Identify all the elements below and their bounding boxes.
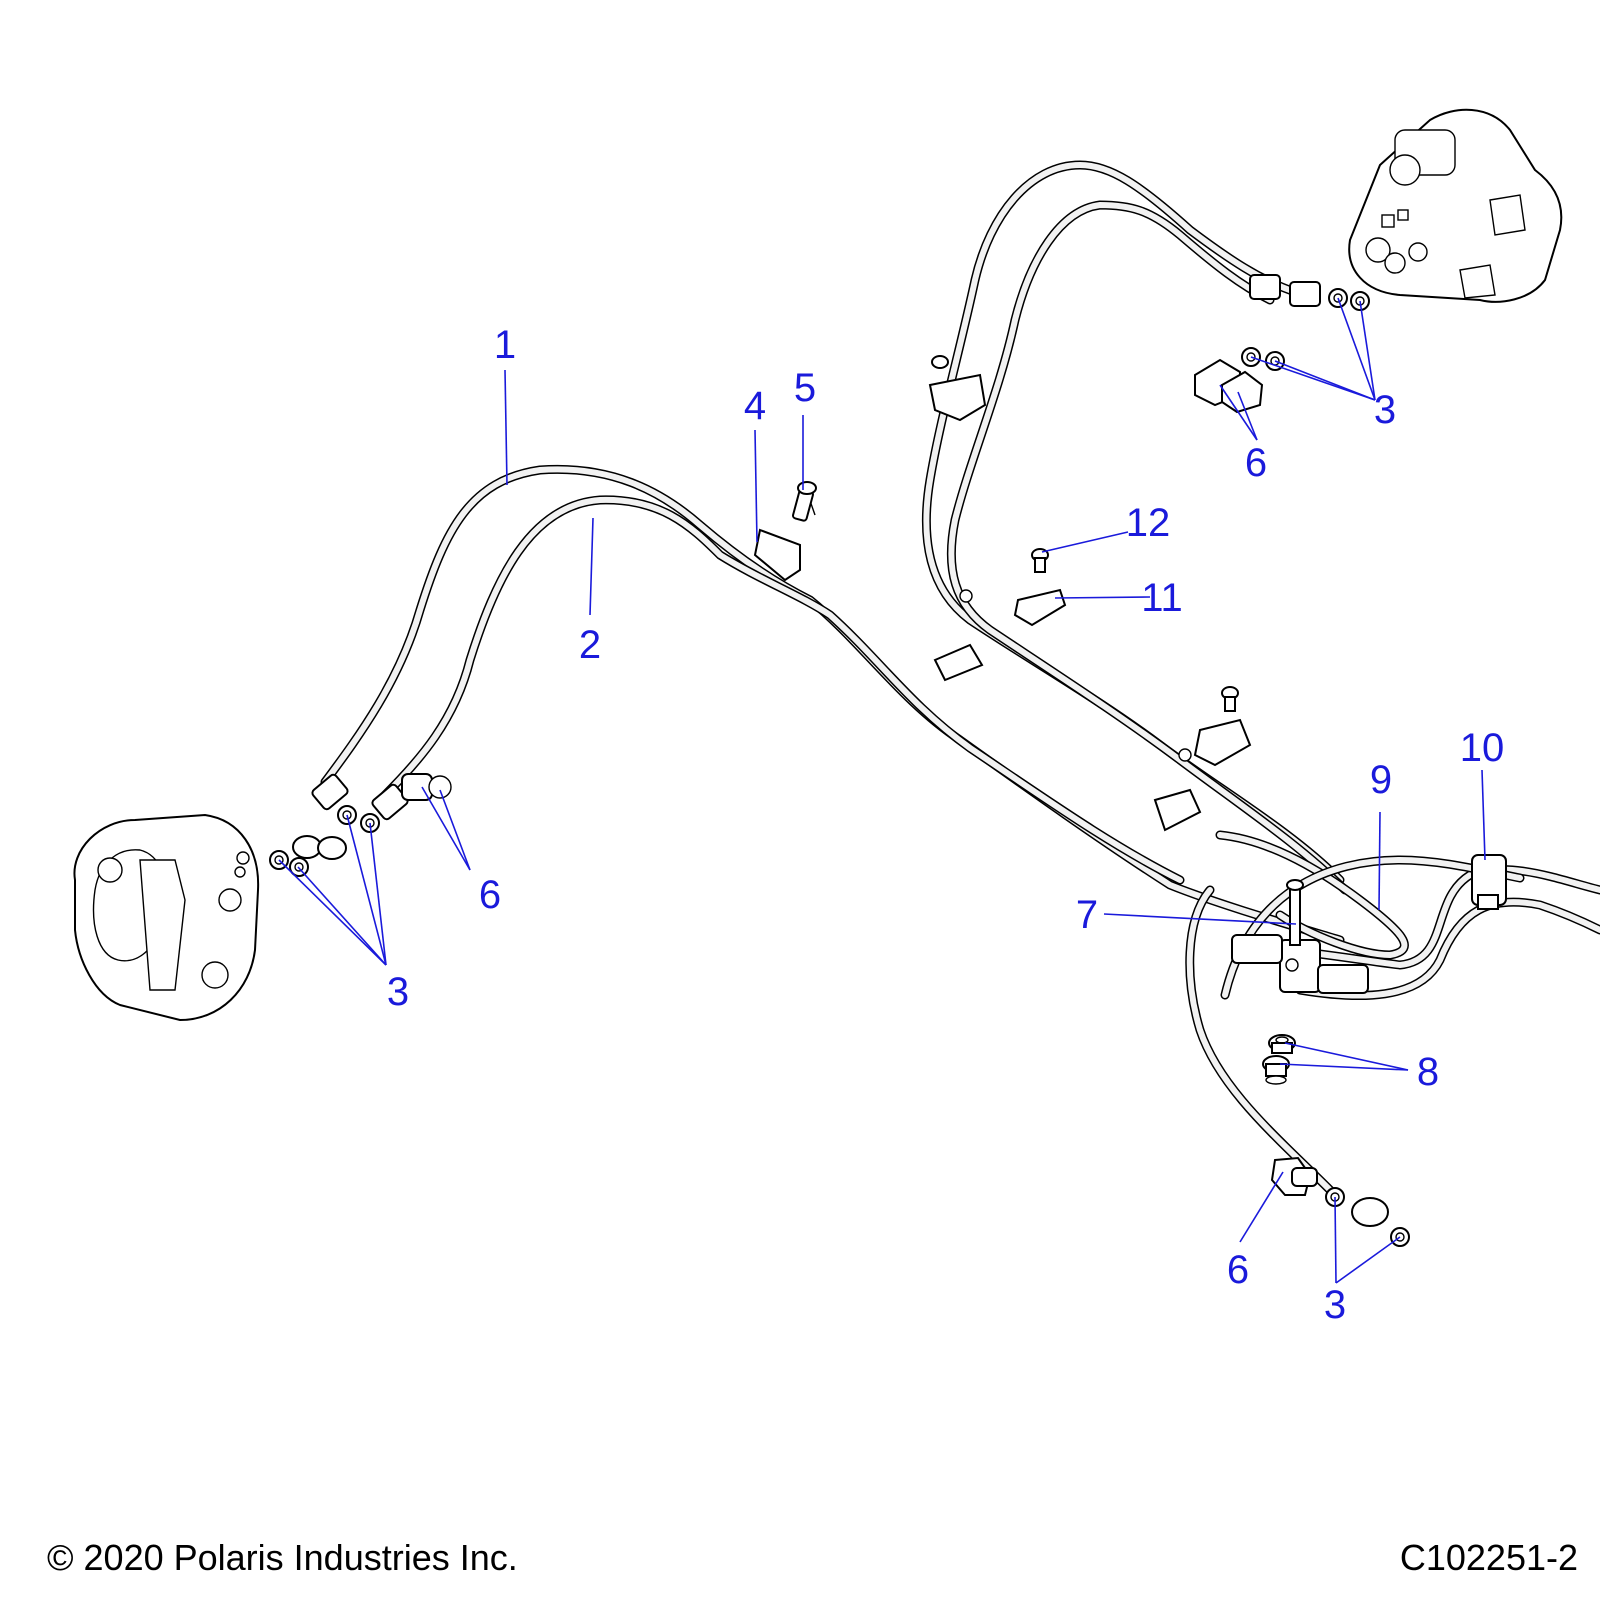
callout-6-left: 6	[478, 873, 502, 917]
upper-right-fittings	[1194, 274, 1370, 414]
diagram-code: C102251-2	[1399, 1537, 1578, 1578]
callout-11: 11	[1141, 576, 1183, 620]
callout-3-lower: 3	[1323, 1283, 1347, 1327]
callout-3-left: 3	[386, 970, 410, 1014]
grommets	[1262, 1034, 1296, 1085]
brake-line-1	[320, 464, 1345, 945]
copyright-notice: © 2020 Polaris Industries Inc.	[47, 1537, 518, 1578]
callout-5: 5	[793, 366, 817, 410]
master-cylinder	[1348, 108, 1563, 303]
callout-7: 7	[1075, 893, 1099, 937]
brake-lines	[320, 160, 1600, 1195]
brake-tee-junction	[1231, 879, 1369, 994]
callout-8: 8	[1416, 1050, 1440, 1094]
clips-and-bolts	[753, 355, 1252, 832]
frame-clip	[1471, 854, 1507, 910]
callout-2: 2	[578, 623, 602, 667]
lower-fittings	[1270, 1156, 1410, 1247]
left-fittings	[269, 773, 452, 877]
callout-6-upper: 6	[1244, 441, 1268, 485]
left-brake-caliper	[73, 813, 260, 1022]
callout-6-lower: 6	[1226, 1248, 1250, 1292]
brake-line-upper-b	[946, 200, 1350, 895]
callout-1: 1	[493, 323, 517, 367]
callout-10: 10	[1459, 726, 1505, 770]
callout-9: 9	[1369, 758, 1393, 802]
callout-3-upper: 3	[1373, 388, 1397, 432]
leader-lines	[278, 297, 1486, 1284]
callout-4: 4	[743, 384, 767, 428]
callout-12: 12	[1125, 501, 1171, 545]
